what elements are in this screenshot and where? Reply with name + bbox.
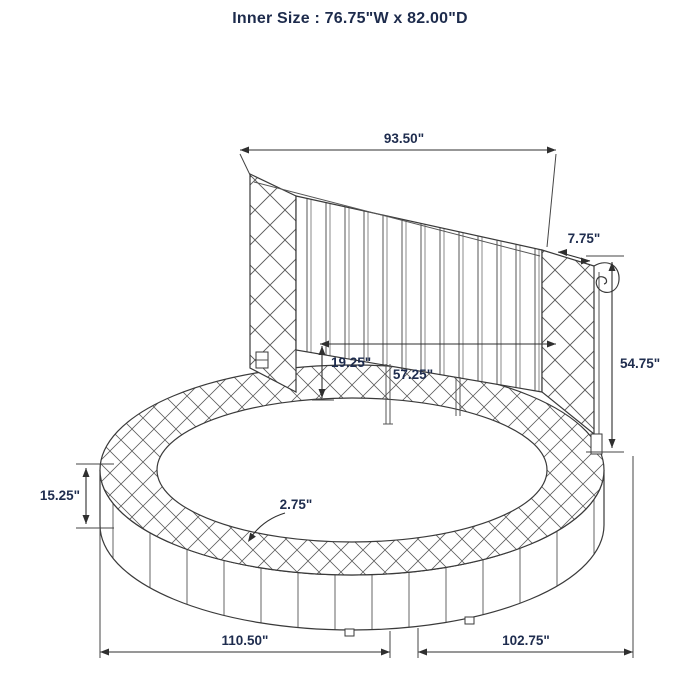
bed-foot	[344, 628, 355, 637]
mattress-deck	[156, 397, 548, 543]
dim-deck-to-headboard: 19.25"	[312, 346, 371, 401]
headboard-scroll	[593, 262, 620, 293]
support-slat	[455, 377, 461, 416]
dim-rim-lip: 2.75"	[248, 497, 312, 542]
dim-label-deck-to-headboard: 19.25"	[331, 355, 371, 370]
dim-headboard-width: 93.50"	[239, 131, 557, 248]
dim-headboard-top-thickness: 7.75"	[557, 231, 601, 265]
headboard	[249, 173, 620, 455]
dim-headboard-height: 54.75"	[586, 255, 660, 453]
bed-foot	[464, 616, 475, 625]
dim-label-base-width-right: 102.75"	[502, 633, 550, 648]
dim-inner-headboard-width: 57.25"	[320, 340, 556, 382]
dim-label-base-width-left: 110.50"	[222, 633, 269, 648]
dimensions: 93.50" 7.75" 54.75"	[40, 131, 660, 658]
inner-size-title: Inner Size : 76.75"W x 82.00"D	[232, 10, 468, 27]
bed-base	[99, 364, 605, 637]
dim-label-rim-lip: 2.75"	[280, 497, 313, 512]
dim-label-headboard-height: 54.75"	[620, 356, 660, 371]
dim-label-headboard-top-thickness: 7.75"	[568, 231, 601, 246]
dim-label-headboard-width: 93.50"	[384, 131, 424, 146]
dim-base-width-right: 102.75"	[417, 456, 634, 658]
headboard-right-post	[590, 433, 603, 455]
base-rim-outer-edge	[99, 364, 605, 576]
support-slat	[383, 364, 393, 425]
dim-base-width-left: 110.50"	[99, 529, 391, 658]
dim-label-inner-headboard-width: 57.25"	[393, 367, 433, 382]
dim-side-rail-height: 15.25"	[40, 463, 114, 529]
headboard-rolled-top-edge	[253, 181, 541, 257]
dim-label-side-rail-height: 15.25"	[40, 488, 80, 503]
